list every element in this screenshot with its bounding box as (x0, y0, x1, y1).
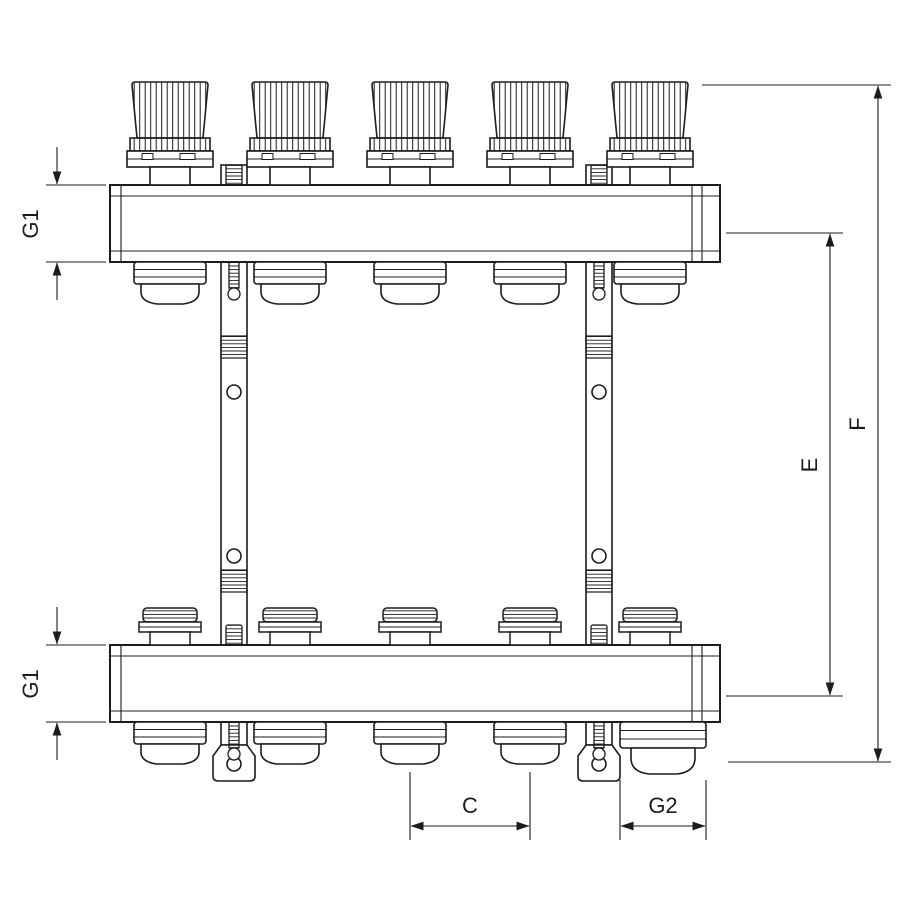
bottom-outlet-fitting-4 (493, 721, 567, 765)
thermostatic-head-4 (486, 81, 574, 186)
dimension-label-g1-top: G1 (18, 209, 43, 238)
dimension-g1-bottom (46, 607, 106, 760)
dimension-label-g2: G2 (648, 793, 677, 818)
top-manifold-bar (109, 184, 721, 263)
dimension-label-e: E (797, 458, 822, 473)
thermostatic-head-3 (366, 81, 454, 186)
dimension-g2 (619, 780, 707, 840)
dimension-label-c: C (462, 793, 478, 818)
bottom-outlet-fitting-1 (133, 721, 207, 765)
dimension-e (726, 232, 843, 697)
bottom-valve-cap-3 (378, 607, 442, 646)
top-outlet-fitting-1 (133, 261, 207, 305)
bottom-valve-cap-2 (258, 607, 322, 646)
thermostatic-head-5 (606, 81, 694, 186)
bottom-valve-cap-4 (498, 607, 562, 646)
bottom-outlet-fitting-2 (253, 721, 327, 765)
thermostatic-head-2 (246, 81, 334, 186)
bottom-valve-cap-5 (618, 607, 682, 646)
top-outlet-fitting-4 (493, 261, 567, 305)
dimension-g1-top (46, 147, 106, 300)
top-outlet-fitting-2 (253, 261, 327, 305)
top-outlet-fitting-3 (373, 261, 447, 305)
bottom-manifold-bar (109, 644, 721, 723)
main-g2-connection-fitting (619, 721, 707, 775)
bottom-valve-cap-1 (138, 607, 202, 646)
top-outlet-fitting-5 (613, 261, 687, 305)
dimension-f (702, 84, 891, 763)
thermostatic-head-1 (126, 81, 214, 186)
dimension-label-f: F (845, 417, 870, 430)
bottom-outlet-fitting-3 (373, 721, 447, 765)
dimension-label-g1-bottom: G1 (18, 669, 43, 698)
dimension-c (409, 772, 531, 840)
